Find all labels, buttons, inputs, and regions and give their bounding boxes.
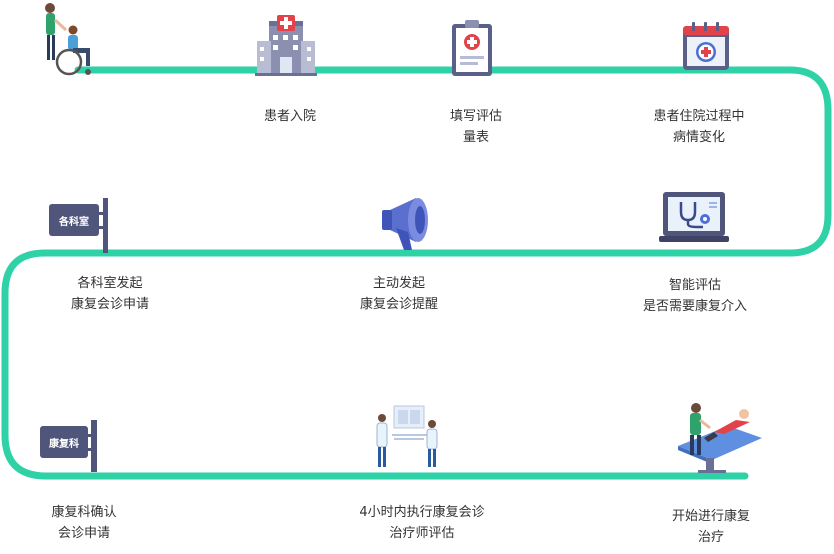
calendar-medical-icon (683, 22, 729, 70)
step-label-rehab-confirm: 康复科确认 会诊申请 (0, 502, 174, 544)
laptop-stethoscope-icon (659, 192, 729, 242)
step-line: 康复科确认 (51, 505, 117, 520)
sign-text: 各科室 (58, 215, 89, 228)
doctors-consult-icon (376, 405, 438, 467)
wheelchair-patient-icon (45, 3, 91, 76)
step-label-scale: 填写评估 量表 (386, 106, 566, 148)
step-line: 各科室发起 (77, 276, 143, 291)
step-label-reminder: 主动发起 康复会诊提醒 (309, 273, 489, 315)
step-line: 康复会诊申请 (70, 297, 149, 312)
step-line: 填写评估 (449, 109, 502, 124)
step-line: 病情变化 (672, 130, 725, 145)
step-line: 患者住院过程中 (653, 109, 745, 124)
step-line: 主动发起 (372, 276, 425, 291)
sign-text: 康复科 (49, 437, 79, 450)
step-line: 会诊申请 (57, 526, 110, 541)
signboard-icon: 各科室 (49, 198, 108, 253)
step-line: 患者入院 (263, 109, 316, 124)
step-label-condition: 患者住院过程中 病情变化 (609, 106, 789, 148)
step-line: 开始进行康复 (671, 509, 750, 524)
step-line: 是否需要康复介入 (642, 299, 747, 314)
step-label-start-rehab: 开始进行康复 治疗 (621, 506, 801, 548)
step-label-smart-eval: 智能评估 是否需要康复介入 (605, 275, 785, 317)
flow-path (1, 66, 832, 480)
signboard-icon: 康复科 (40, 420, 97, 472)
hospital-icon (255, 15, 317, 76)
step-line: 智能评估 (668, 278, 721, 293)
step-label-therapist-eval: 4小时内执行康复会诊 治疗师评估 (332, 502, 512, 544)
step-label-dept-request: 各科室发起 康复会诊申请 (20, 273, 200, 315)
megaphone-icon (382, 198, 428, 250)
clipboard-icon (452, 20, 492, 76)
step-line: 治疗 (697, 530, 724, 545)
rehab-bed-icon (678, 403, 762, 473)
step-line: 4小时内执行康复会诊 (359, 505, 485, 520)
step-line: 量表 (462, 130, 489, 145)
step-line: 康复会诊提醒 (359, 297, 438, 312)
step-label-admission: 患者入院 (200, 106, 380, 127)
step-line: 治疗师评估 (389, 526, 455, 541)
